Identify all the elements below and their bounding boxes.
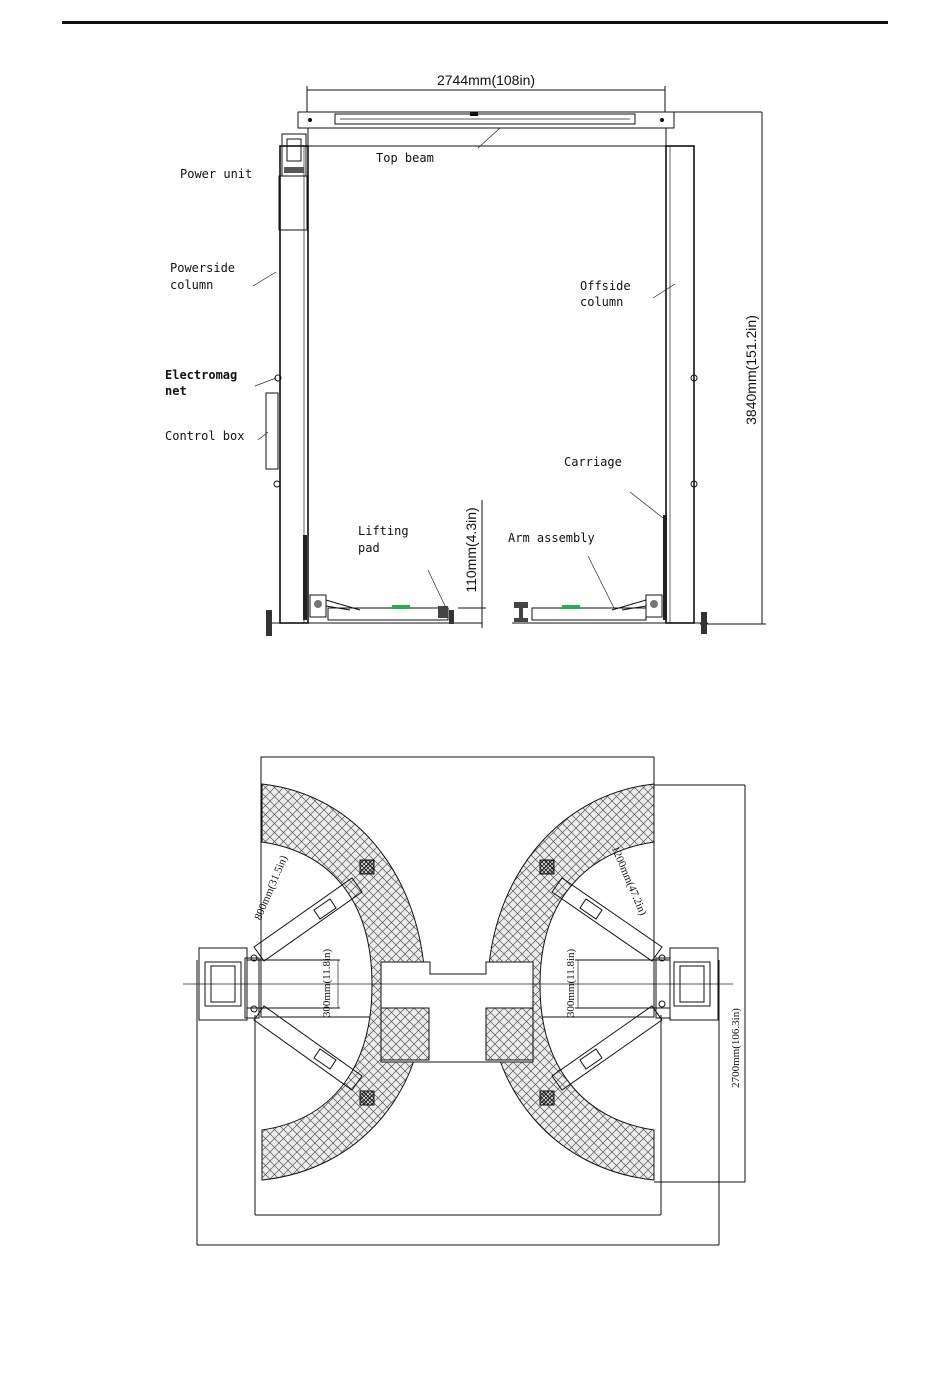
left-arm	[310, 595, 448, 620]
width-dim-text: 2744mm(108in)	[437, 72, 535, 88]
label-offside-2: column	[580, 295, 623, 309]
label-electromag-1: Electromag	[165, 368, 237, 382]
left-lifting-pad-marker	[392, 605, 410, 609]
power-unit	[279, 134, 307, 230]
label-carriage: Carriage	[564, 455, 622, 469]
dim-800-text: 800mm(31.5in)	[252, 854, 290, 922]
label-electromag-2: net	[165, 384, 187, 398]
dim-300-right-text: 300mm(11.8in)	[565, 948, 577, 1017]
label-powerside-1: Powerside	[170, 261, 235, 275]
label-top-beam: Top beam	[376, 151, 434, 165]
base-plate	[266, 610, 708, 636]
dim-2700-text: 2700mm(106.3in)	[730, 1008, 742, 1088]
label-lifting-2: pad	[358, 541, 380, 555]
right-lifting-pad-marker	[562, 605, 580, 609]
pad-height-text: 110mm(4.3in)	[463, 507, 479, 592]
width-dimension: 2744mm(108in)	[307, 72, 665, 112]
label-power-unit: Power unit	[180, 167, 252, 181]
dim-2700-lines	[654, 785, 745, 1182]
dim-300-left-text: 300mm(11.8in)	[321, 948, 333, 1017]
label-powerside-2: column	[170, 278, 213, 292]
dim-1200-text: 1200mm(47.2in)	[609, 844, 649, 917]
offside-column	[663, 146, 697, 623]
front-view: 2744mm(108in)	[165, 72, 766, 636]
powerside-column	[280, 146, 308, 623]
height-dimension: 3840mm(151.2in)	[674, 112, 766, 624]
label-offside-1: Offside	[580, 279, 631, 293]
pad-height-dimension: 110mm(4.3in)	[458, 500, 486, 628]
plan-view: 800mm(31.5in) 1200mm(47.2in) 300mm(11.8i…	[183, 757, 745, 1245]
label-lifting-1: Lifting	[358, 524, 409, 538]
control-box	[266, 393, 278, 469]
height-dim-text: 3840mm(151.2in)	[743, 315, 759, 425]
header-rule	[62, 21, 888, 24]
right-arm	[514, 595, 662, 622]
label-control-box: Control box	[165, 429, 244, 443]
label-arm-assembly: Arm assembly	[508, 531, 595, 545]
